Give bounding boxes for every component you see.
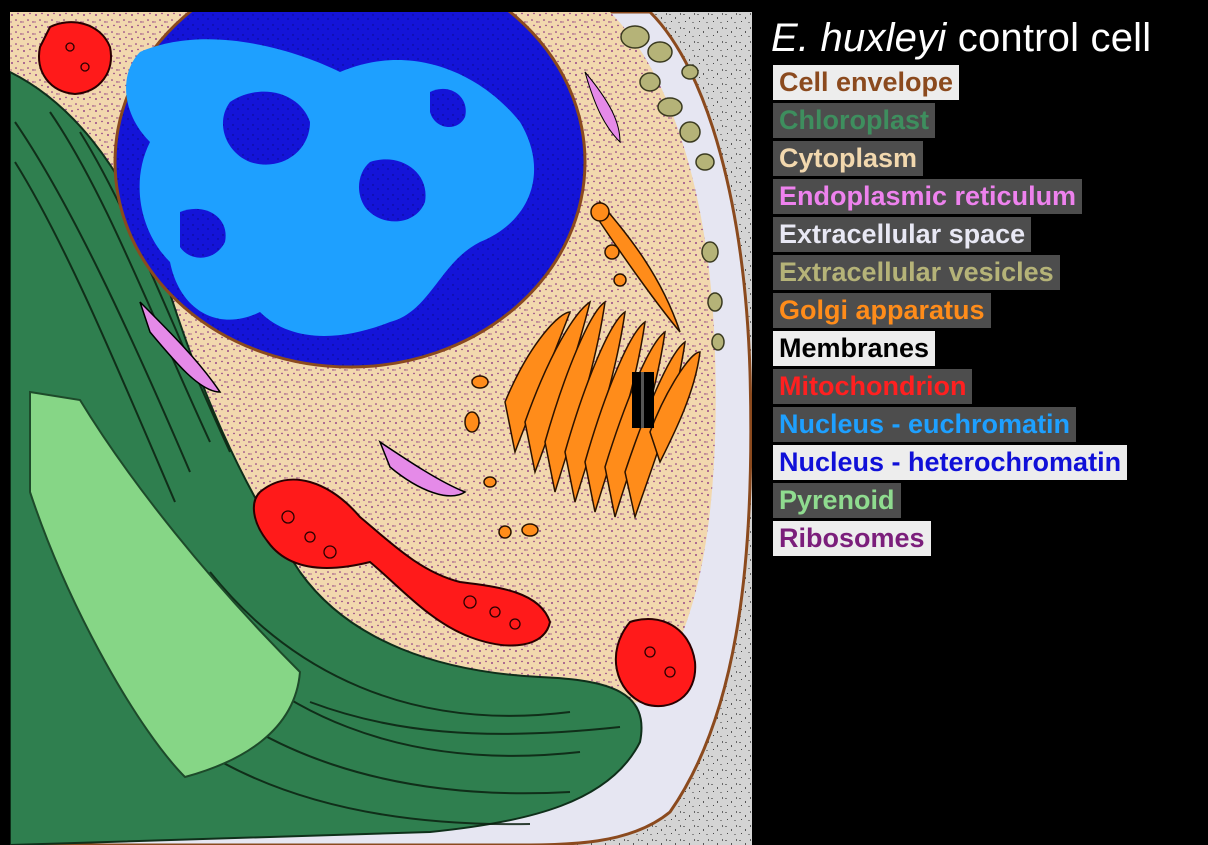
legend-item-chloroplast: Chloroplast [773, 103, 1127, 139]
legend-label-pyrenoid: Pyrenoid [773, 483, 901, 518]
dense-body-divider [641, 372, 644, 428]
legend-item-nucleus-euchromatin: Nucleus - euchromatin [773, 407, 1127, 443]
cell-segmentation-figure [10, 12, 752, 845]
legend-item-extracellular-space: Extracellular space [773, 217, 1127, 253]
legend-item-golgi-apparatus: Golgi apparatus [773, 293, 1127, 329]
legend-item-endoplasmic-reticulum: Endoplasmic reticulum [773, 179, 1127, 215]
legend-item-ribosomes: Ribosomes [773, 521, 1127, 557]
legend-label-membranes: Membranes [773, 331, 935, 366]
legend-label-endoplasmic-reticulum: Endoplasmic reticulum [773, 179, 1082, 214]
legend-item-mitochondrion: Mitochondrion [773, 369, 1127, 405]
legend-item-nucleus-heterochromatin: Nucleus - heterochromatin [773, 445, 1127, 481]
legend-label-chloroplast: Chloroplast [773, 103, 935, 138]
figure-title: E. huxleyi control cell [771, 14, 1151, 62]
legend-label-extracellular-space: Extracellular space [773, 217, 1031, 252]
legend-label-cell-envelope: Cell envelope [773, 65, 959, 100]
legend-label-golgi-apparatus: Golgi apparatus [773, 293, 991, 328]
legend-label-nucleus-euchromatin: Nucleus - euchromatin [773, 407, 1076, 442]
legend-label-extracellular-vesicles: Extracellular vesicles [773, 255, 1060, 290]
legend-label-cytoplasm: Cytoplasm [773, 141, 923, 176]
legend-item-cytoplasm: Cytoplasm [773, 141, 1127, 177]
legend-label-nucleus-heterochromatin: Nucleus - heterochromatin [773, 445, 1127, 480]
legend-label-ribosomes: Ribosomes [773, 521, 931, 556]
legend-item-pyrenoid: Pyrenoid [773, 483, 1127, 519]
title-rest: control cell [958, 16, 1152, 60]
legend-label-mitochondrion: Mitochondrion [773, 369, 972, 404]
title-species: E. huxleyi [771, 16, 946, 60]
mitochondrion-top-left [39, 22, 111, 94]
legend-item-membranes: Membranes [773, 331, 1127, 367]
legend-item-cell-envelope: Cell envelope [773, 65, 1127, 101]
legend-item-extracellular-vesicles: Extracellular vesicles [773, 255, 1127, 291]
